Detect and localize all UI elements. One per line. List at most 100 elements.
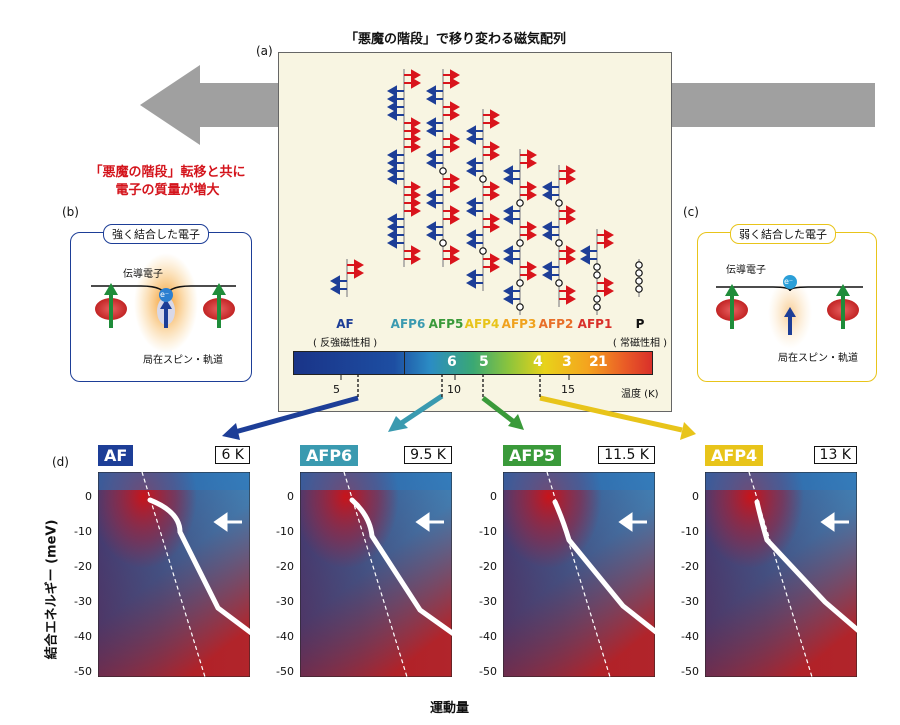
spin-right-arrow — [559, 173, 577, 185]
spin-left-arrow — [502, 213, 520, 225]
nonmagnetic-site — [635, 261, 643, 269]
spin-left-arrow — [579, 253, 597, 265]
strong-box-title: 強く結合した電子 — [103, 224, 209, 244]
spin-right-arrow — [347, 259, 365, 271]
spin-left-arrow — [465, 125, 483, 137]
spin-right-arrow — [443, 109, 461, 121]
spin-right-arrow — [404, 69, 422, 81]
nonmagnetic-site — [439, 167, 447, 175]
spin-right-arrow — [559, 205, 577, 217]
nonmagnetic-site — [635, 285, 643, 293]
spin-right-arrow — [404, 117, 422, 129]
arpes-intensity-map — [98, 472, 250, 677]
x-axis-title: 運動量 — [430, 701, 470, 716]
spin-left-arrow — [329, 283, 347, 295]
spin-right-arrow — [597, 277, 615, 289]
y-tick-label: 0 — [490, 490, 497, 503]
spin-right-arrow — [483, 181, 501, 193]
nonmagnetic-site — [516, 303, 524, 311]
spin-left-arrow — [541, 261, 559, 273]
band-dispersion — [552, 499, 655, 635]
y-tick-label: 0 — [85, 490, 92, 503]
nonmagnetic-site — [593, 303, 601, 311]
spin-right-arrow — [483, 149, 501, 161]
y-tick-label: -10 — [276, 525, 294, 538]
colorbar-tick-label: 15 — [561, 383, 575, 396]
y-tick-label: -50 — [74, 665, 92, 678]
spin-left-arrow — [386, 173, 404, 185]
phase-sublabel: ( 常磁性相 ) — [612, 338, 668, 349]
spin-right-arrow — [597, 237, 615, 249]
spin-right-arrow — [559, 245, 577, 257]
y-tick-label: -40 — [276, 630, 294, 643]
nonmagnetic-site — [516, 279, 524, 287]
weak-coupling-box: 弱く結合した電子 伝導電子 局在スピン・軌道 e⁻ — [697, 224, 877, 382]
spin-left-arrow — [465, 197, 483, 209]
spin-right-arrow — [443, 205, 461, 217]
nonmagnetic-site — [439, 239, 447, 247]
spin-left-arrow — [541, 221, 559, 233]
spin-left-arrow — [541, 189, 559, 201]
figure-title: 「悪魔の階段」で移り変わる磁気配列 — [345, 32, 567, 47]
spin-left-arrow — [425, 229, 443, 241]
panel-temperature-tag: 6 K — [215, 446, 250, 464]
spin-left-arrow — [465, 165, 483, 177]
y-tick-label: 0 — [287, 490, 294, 503]
strong-conduction-label: 伝導電子 — [123, 269, 163, 280]
spin-left-arrow — [425, 221, 443, 233]
spin-right-arrow — [559, 165, 577, 177]
spin-right-arrow — [443, 77, 461, 89]
spin-right-arrow — [520, 181, 538, 193]
spin-left-arrow — [541, 269, 559, 281]
spin-right-arrow — [559, 213, 577, 225]
spin-right-arrow — [559, 293, 577, 305]
nonmagnetic-site — [555, 199, 563, 207]
note-line1: 「悪魔の階段」転移と共に — [89, 165, 246, 180]
y-tick-label: -40 — [681, 630, 699, 643]
spin-right-arrow — [404, 205, 422, 217]
y-tick-label: -30 — [681, 595, 699, 608]
spin-right-arrow — [559, 253, 577, 265]
spin-left-arrow — [425, 125, 443, 137]
y-tick-label: -50 — [681, 665, 699, 678]
band-dispersion — [754, 499, 857, 633]
arpes-intensity-map — [300, 472, 452, 677]
spin-left-arrow — [425, 149, 443, 161]
spin-right-arrow — [404, 197, 422, 209]
panel-phase-tag: AFP6 — [300, 445, 359, 466]
colorbar-phase-number: 6 — [447, 354, 457, 370]
nonmagnetic-site — [593, 271, 601, 279]
mass-increase-note: 「悪魔の階段」転移と共に 電子の質量が増大 — [60, 164, 275, 200]
nonmagnetic-site — [555, 239, 563, 247]
spin-left-arrow — [386, 109, 404, 121]
kink-arrow-icon — [618, 512, 647, 532]
phase-label-af: AF — [336, 317, 354, 331]
bare-band-dashed-line — [343, 472, 408, 677]
strong-local-label: 局在スピン・軌道 — [143, 355, 223, 366]
spin-left-arrow — [386, 229, 404, 241]
nonmagnetic-site — [479, 175, 487, 183]
y-tick-label: -10 — [74, 525, 92, 538]
colorbar-tick-label: 5 — [333, 383, 340, 396]
spin-right-arrow — [520, 261, 538, 273]
weak-box-title: 弱く結合した電子 — [730, 224, 836, 244]
y-tick-label: -50 — [276, 665, 294, 678]
spin-right-arrow — [404, 77, 422, 89]
panel-temperature-tag: 9.5 K — [404, 446, 452, 464]
panel-phase-tag: AFP5 — [503, 445, 562, 466]
colorbar-tick-label: 10 — [447, 383, 461, 396]
spin-right-arrow — [404, 245, 422, 257]
spin-left-arrow — [425, 93, 443, 105]
spin-left-arrow — [386, 85, 404, 97]
phase-label-afp4: AFP4 — [464, 317, 500, 331]
spin-right-arrow — [483, 213, 501, 225]
y-tick-label: -20 — [681, 560, 699, 573]
colorbar-phase-number: 5 — [479, 354, 489, 370]
panel-temperature-tag: 13 K — [813, 446, 857, 464]
y-tick-label: -20 — [479, 560, 497, 573]
arpes-intensity-map — [705, 472, 857, 677]
kink-arrow-icon — [415, 512, 444, 532]
y-tick-label: -10 — [681, 525, 699, 538]
temperature-colorbar — [293, 351, 653, 375]
